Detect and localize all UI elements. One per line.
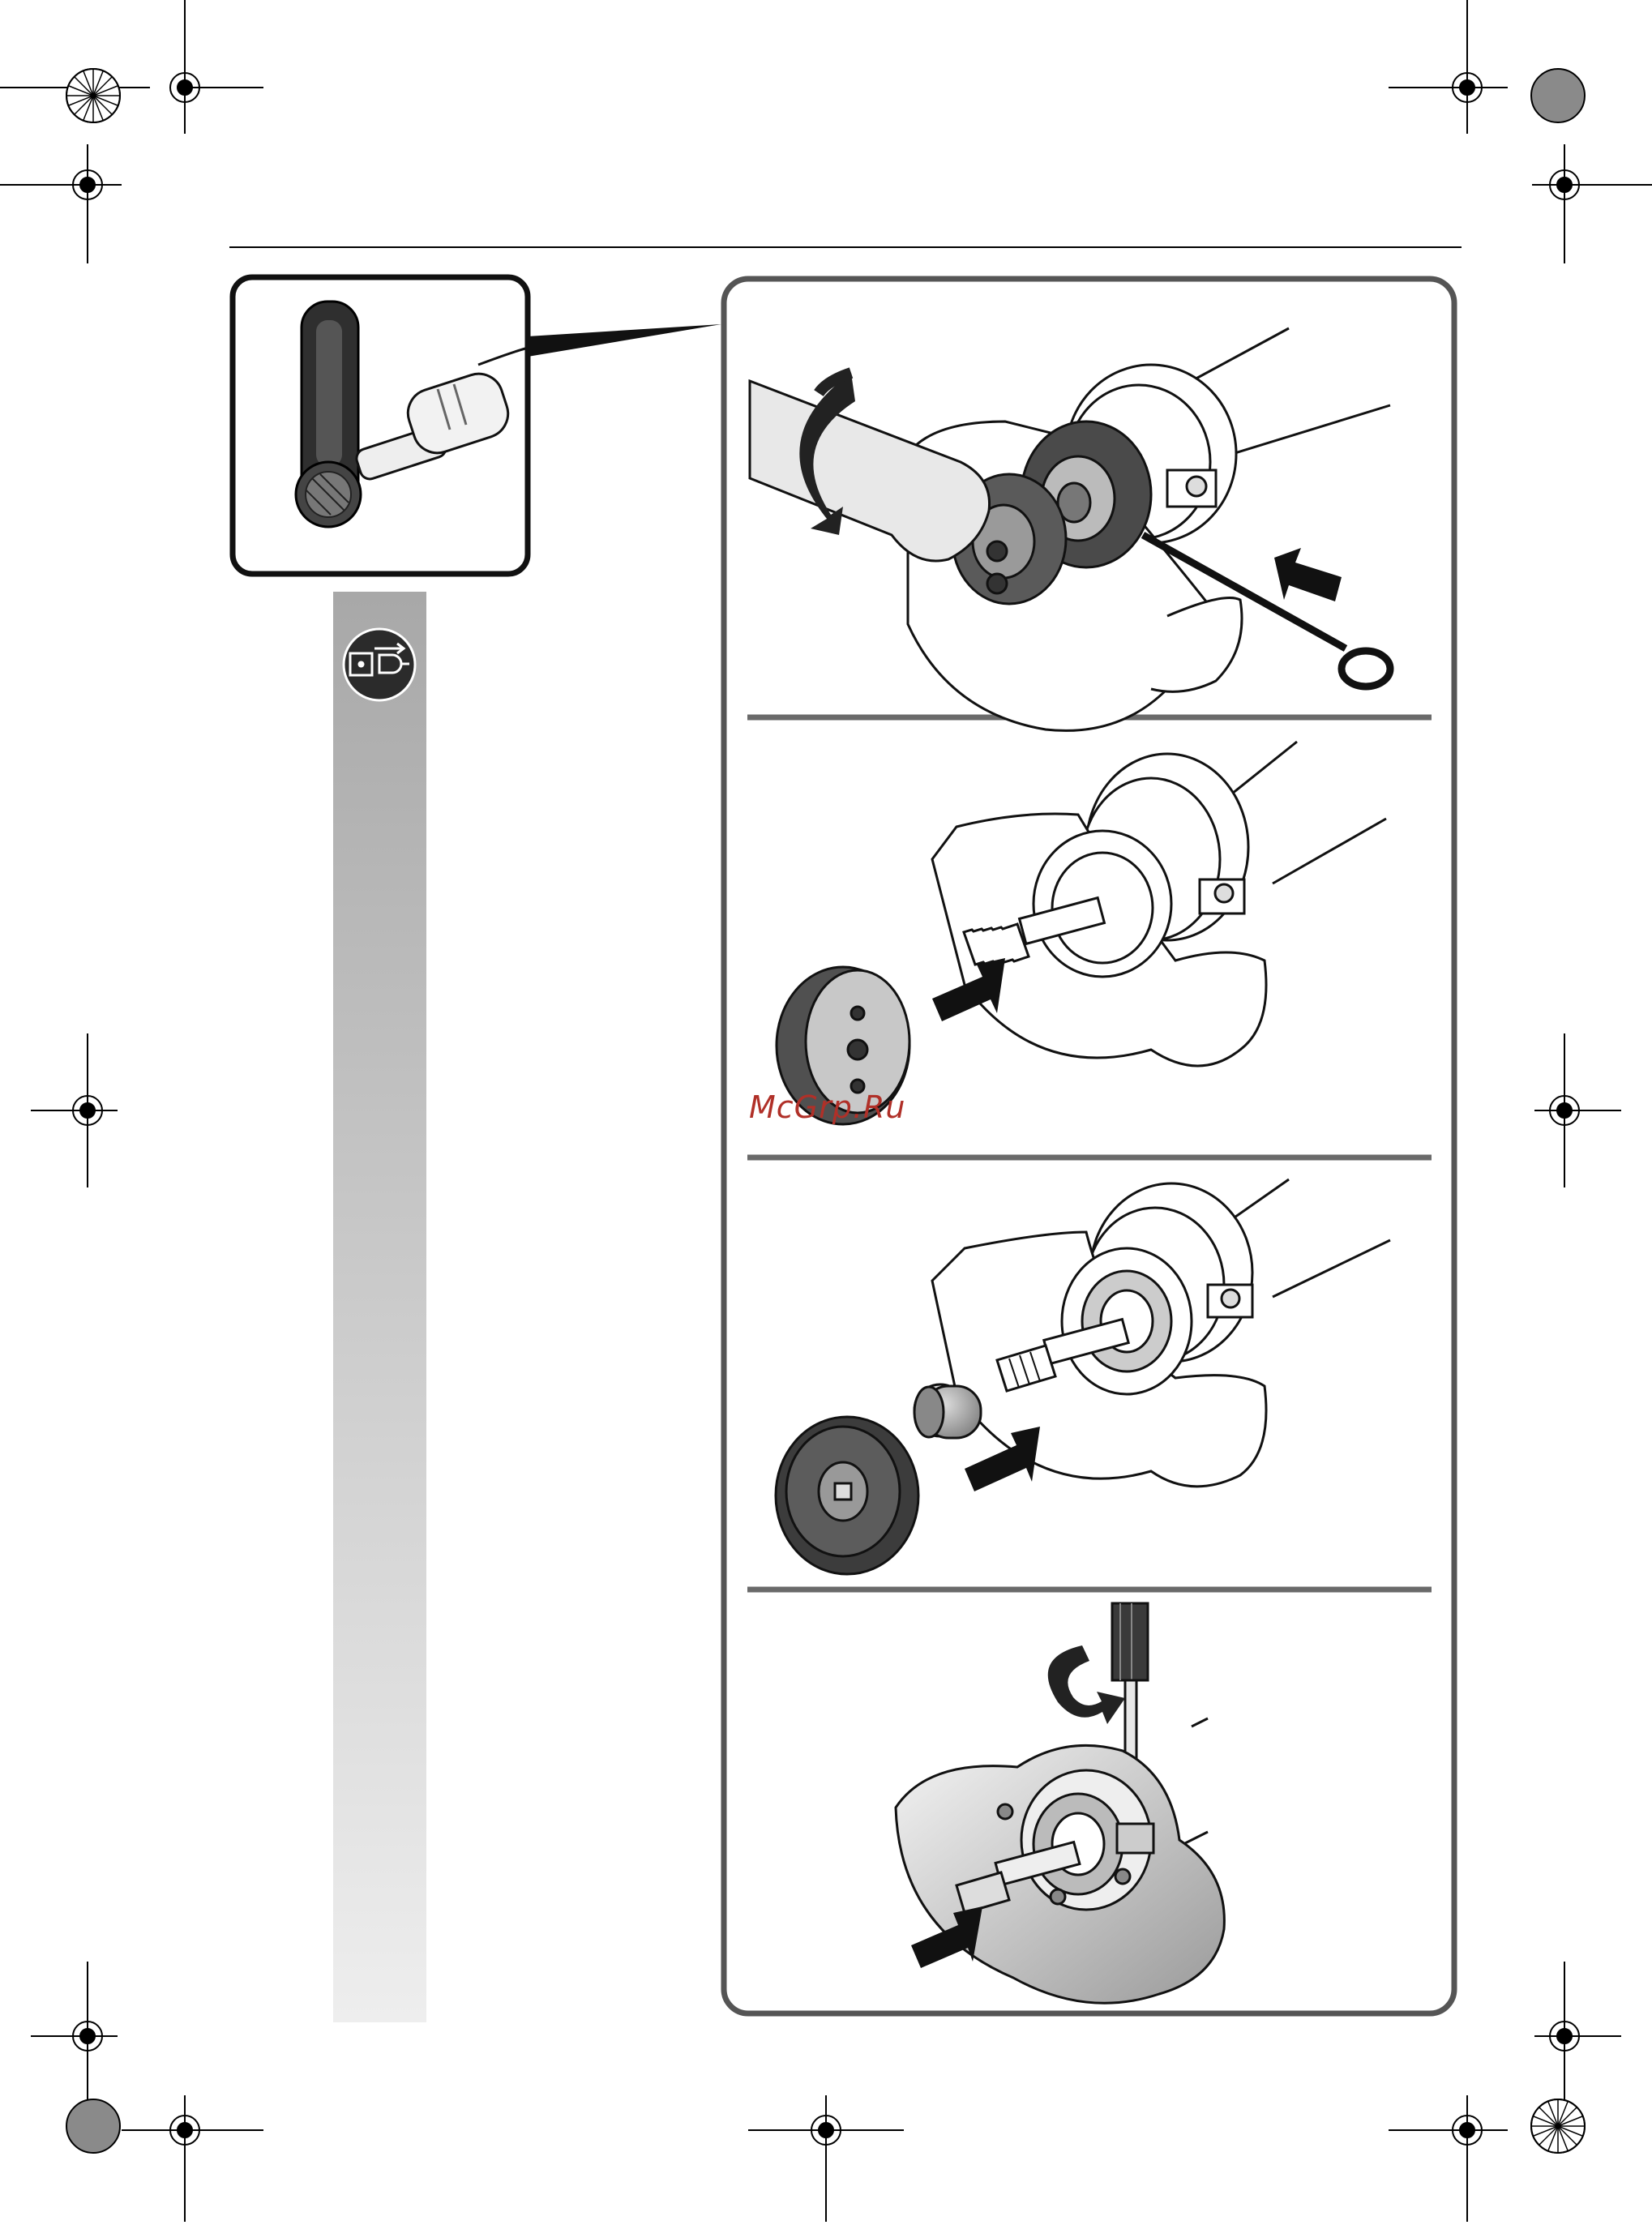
starburst-bottom-right	[1531, 2099, 1585, 2153]
crop-mark-bottom-center	[748, 2095, 904, 2222]
starburst-top-left	[66, 69, 120, 122]
crop-mark-mid-left	[31, 1033, 118, 1187]
crop-mark-bottom-left	[31, 1962, 263, 2222]
thumbnail-box	[233, 277, 721, 574]
watermark-text: McGrp.Ru	[749, 1089, 905, 1125]
crop-mark-top-right	[1389, 0, 1652, 263]
crop-mark-top-left	[0, 0, 263, 263]
sidebar-bar	[333, 592, 426, 2022]
unplug-before-work-icon	[344, 629, 415, 700]
crop-mark-mid-right	[1534, 1033, 1621, 1187]
